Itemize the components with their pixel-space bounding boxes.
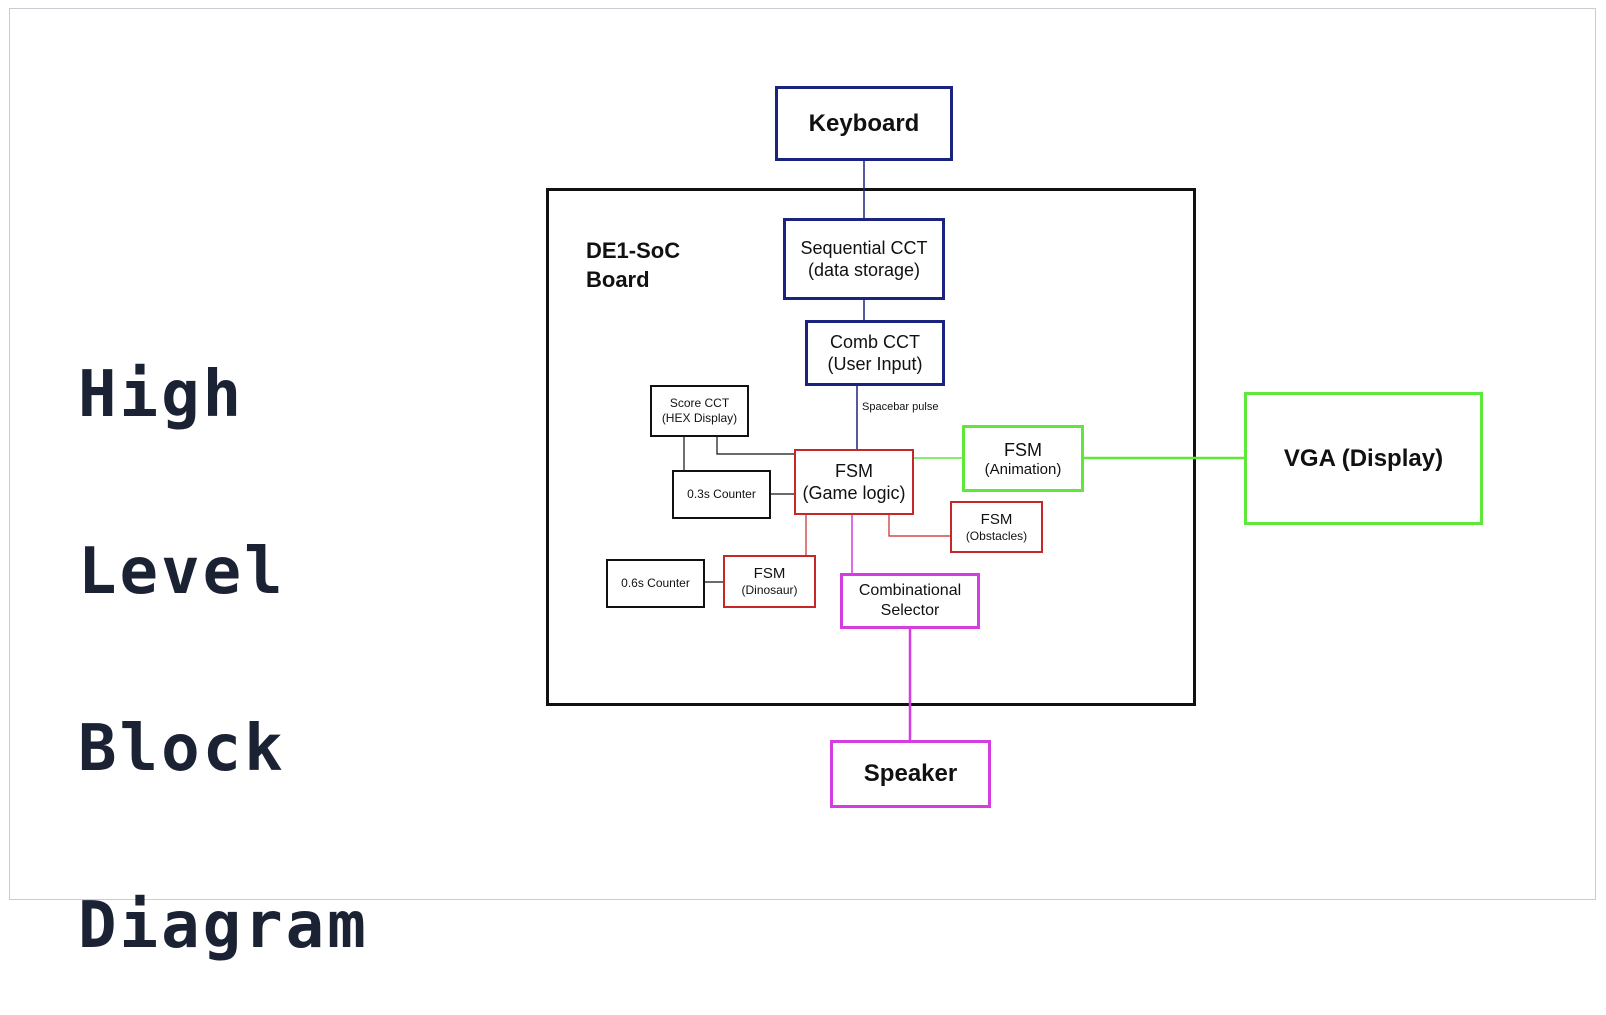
- wire-gamelogic-obstacles: [888, 514, 951, 537]
- fsm-dinosaur-block: FSM (Dinosaur): [723, 555, 816, 608]
- fsm-game-logic-block: FSM (Game logic): [794, 449, 914, 515]
- comb-cct-block: Comb CCT (User Input): [805, 320, 945, 386]
- keyboard-block: Keyboard: [775, 86, 953, 161]
- title-line: Level: [78, 535, 286, 609]
- vga-display-block: VGA (Display): [1244, 392, 1483, 525]
- board-label: DE1-SoC Board: [586, 238, 681, 292]
- fsm-obstacles-block: FSM (Obstacles): [950, 501, 1043, 553]
- title-line: High: [78, 358, 245, 432]
- wire-score-gamelogic: [716, 436, 795, 455]
- counter-06s-block: 0.6s Counter: [606, 559, 705, 608]
- combinational-selector-block: Combinational Selector: [840, 573, 980, 629]
- sequential-cct-block: Sequential CCT (data storage): [783, 218, 945, 300]
- counter-03s-block: 0.3s Counter: [672, 470, 771, 519]
- connector-lines: [683, 160, 1245, 741]
- de1-soc-board: [546, 188, 1196, 706]
- score-cct-block: Score CCT (HEX Display): [650, 385, 749, 437]
- fsm-animation-block: FSM (Animation): [962, 425, 1084, 492]
- title-line: Block: [78, 712, 286, 786]
- spacebar-pulse-label: Spacebar pulse: [862, 401, 939, 413]
- speaker-block: Speaker: [830, 740, 991, 808]
